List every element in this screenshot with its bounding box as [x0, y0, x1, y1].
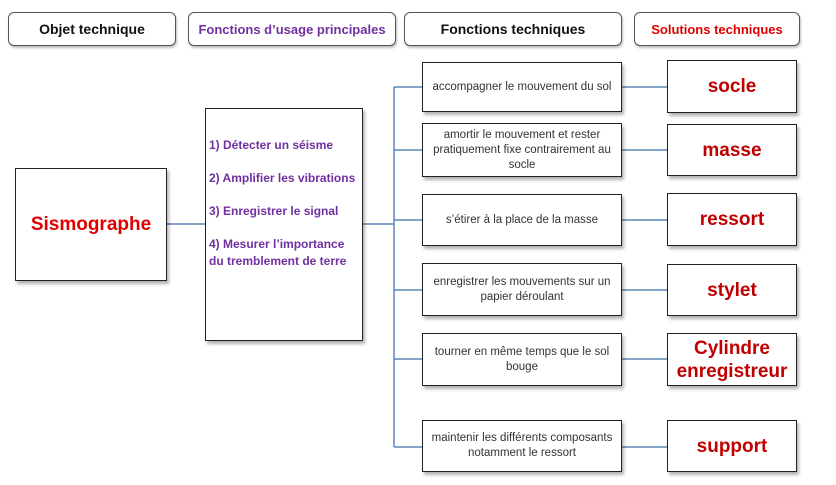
solution-technique-1-label: socle	[707, 76, 757, 97]
header-solutions-techniques: Solutions techniques	[634, 12, 800, 46]
fonction-technique-2-label: amortir le mouvement et rester pratiquem…	[433, 128, 611, 171]
solution-technique-3: ressort	[667, 193, 797, 246]
fonction-technique-6-label: maintenir les différents composants nota…	[431, 432, 613, 459]
usage-item-4: 4) Mesurer l’importance du tremblement d…	[209, 237, 347, 268]
usage-item-1: 1) Détecter un séisme	[209, 138, 334, 152]
fonction-technique-3-label: s’étirer à la place de la masse	[445, 213, 599, 226]
fonctions-usage-box: 1) Détecter un séisme 2) Amplifier les v…	[205, 108, 363, 341]
fonction-technique-5: tourner en même temps que le sol bouge	[422, 333, 622, 386]
solution-technique-1: socle	[667, 60, 797, 113]
solution-technique-6-label: support	[696, 435, 768, 457]
header-objet-technique: Objet technique	[8, 12, 176, 46]
fonction-technique-6: maintenir les différents composants nota…	[422, 420, 622, 472]
solution-technique-2-label: masse	[702, 139, 762, 161]
fonction-technique-1-label: accompagner le mouvement du sol	[432, 80, 612, 93]
fonction-technique-4: enregistrer les mouvements sur un papier…	[422, 263, 622, 316]
solution-technique-4: stylet	[667, 264, 797, 316]
objet-technique-label: Sismographe	[30, 213, 152, 235]
solution-technique-5: Cylindre enregistreur	[667, 333, 797, 386]
usage-item-2: 2) Amplifier les vibrations	[209, 171, 356, 185]
fonction-technique-1: accompagner le mouvement du sol	[422, 62, 622, 112]
solution-technique-2: masse	[667, 124, 797, 176]
solution-technique-5-label: Cylindre enregistreur	[676, 337, 788, 382]
usage-item-3: 3) Enregistrer le signal	[209, 204, 339, 218]
solution-technique-4-label: stylet	[707, 279, 757, 301]
fonction-technique-5-label: tourner en même temps que le sol bouge	[434, 345, 610, 373]
fonction-technique-4-label: enregistrer les mouvements sur un papier…	[433, 275, 611, 303]
solution-technique-3-label: ressort	[699, 209, 765, 230]
objet-technique-box: Sismographe	[15, 168, 167, 281]
header-fonctions-techniques: Fonctions techniques	[404, 12, 622, 46]
header-fonctions-usage: Fonctions d’usage principales	[188, 12, 396, 46]
fonction-technique-2: amortir le mouvement et rester pratiquem…	[422, 123, 622, 177]
solution-technique-6: support	[667, 420, 797, 472]
fonction-technique-3: s’étirer à la place de la masse	[422, 194, 622, 246]
